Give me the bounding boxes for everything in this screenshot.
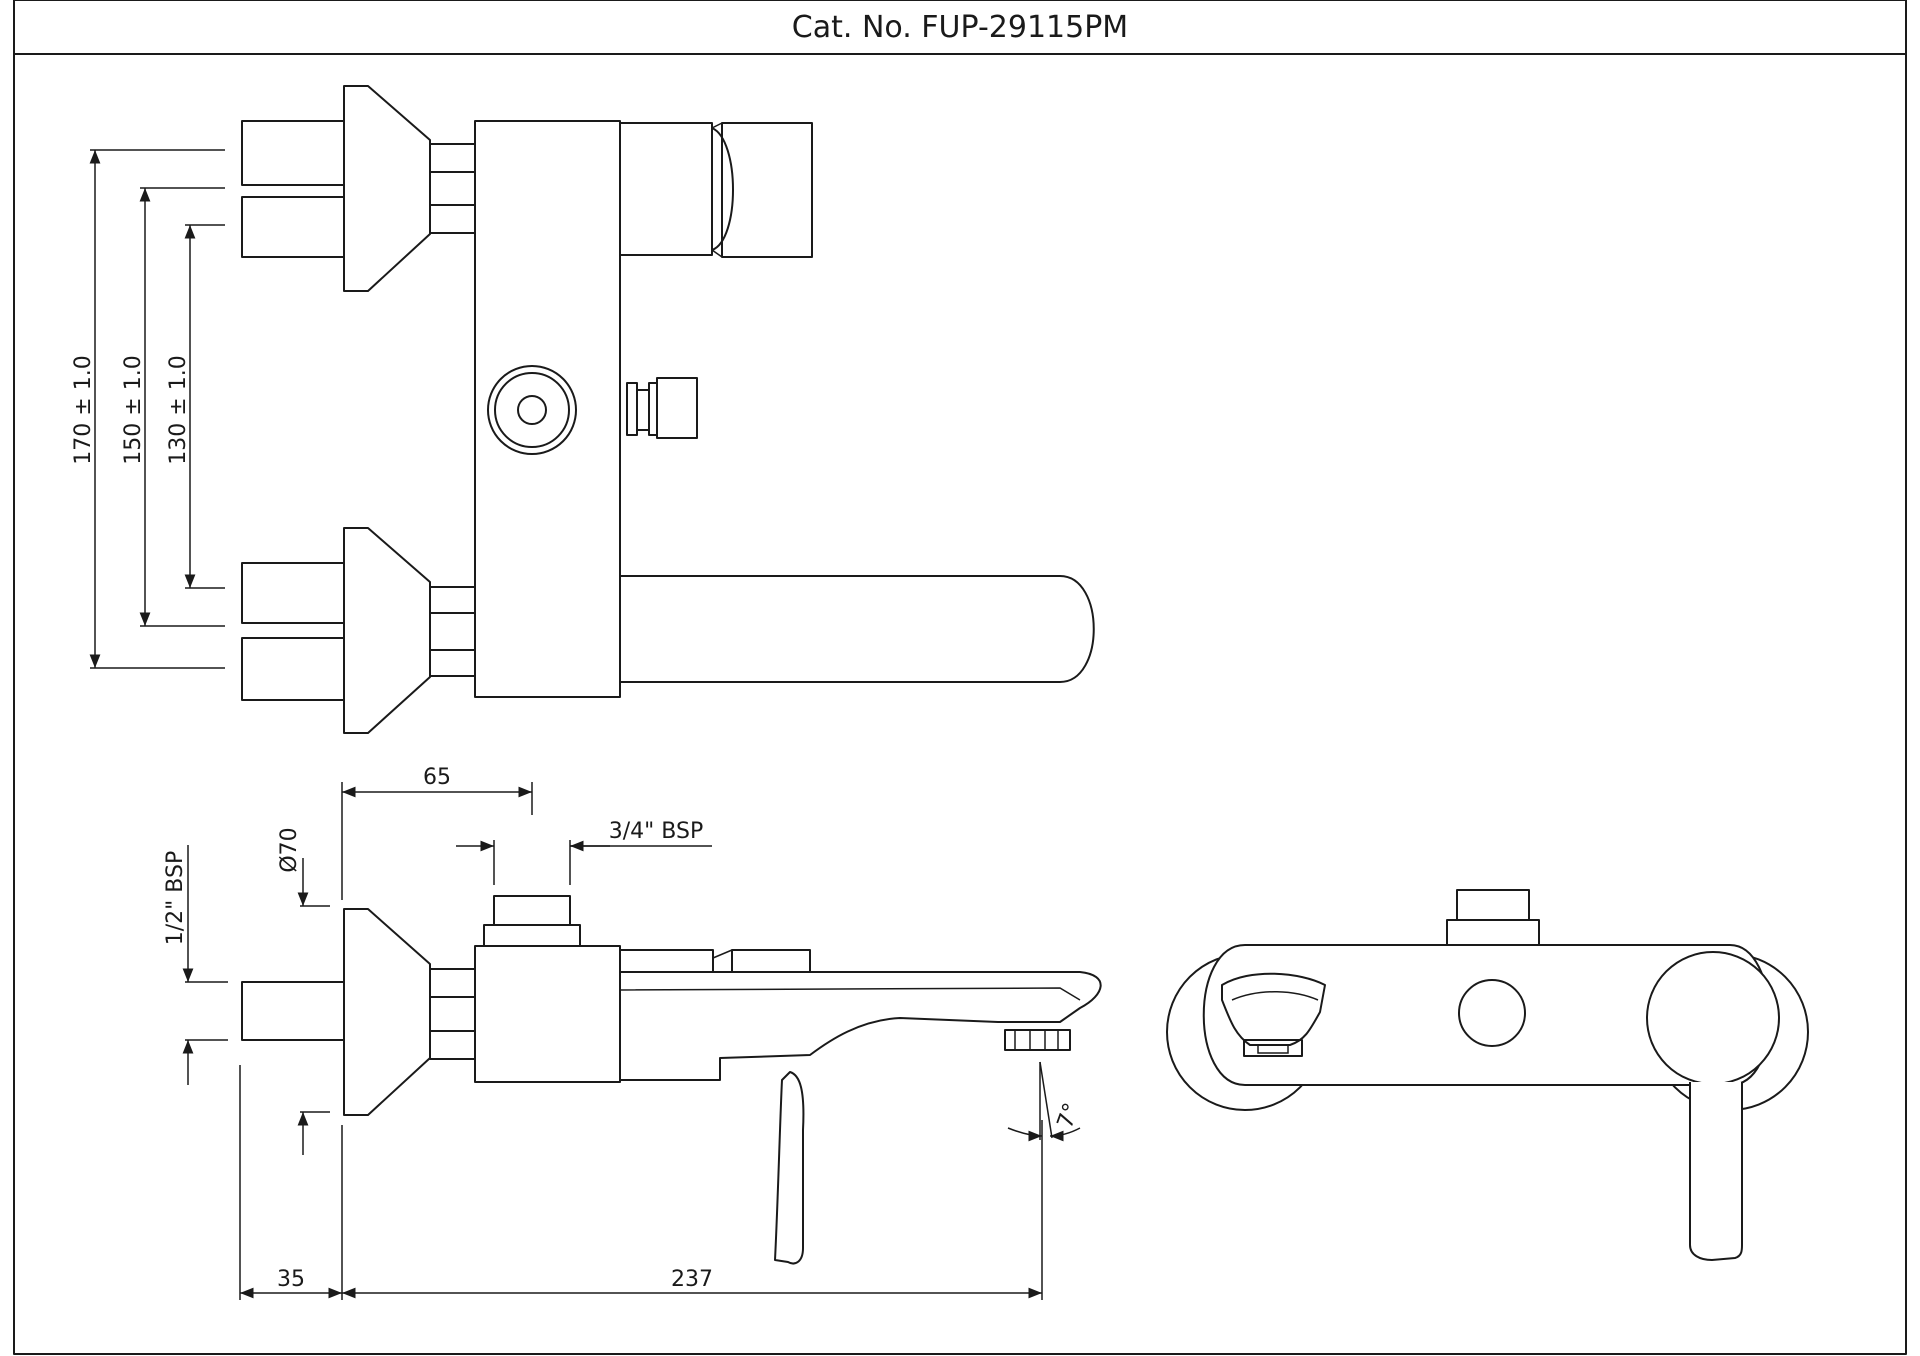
side-view-dimensions: 65 3/4" BSP Ø70 1/2" BSP 35 237 — [163, 765, 1085, 1300]
top-cap-side — [493, 895, 571, 926]
top-view-dimensions: 170 ± 1.0 150 ± 1.0 130 ± 1.0 — [71, 149, 225, 669]
dim-130: 130 ± 1.0 — [166, 355, 191, 464]
lower-inlet-pipe-1 — [241, 562, 345, 624]
dim-dia-70: Ø70 — [277, 827, 302, 872]
dim-35: 35 — [277, 1267, 305, 1292]
spout-side — [620, 971, 1102, 1081]
side-inlet-pipe — [241, 981, 345, 1041]
dim-150: 150 ± 1.0 — [121, 355, 146, 464]
lower-flange — [343, 527, 431, 734]
side-stem — [656, 377, 698, 439]
top-cap-front — [1456, 889, 1530, 921]
valve-body-side — [474, 945, 621, 1083]
lower-inlet-pipe-2 — [241, 637, 345, 701]
dim-237: 237 — [671, 1267, 713, 1292]
spout-front — [1221, 972, 1326, 1046]
diverter-knob-top — [721, 122, 813, 258]
front-view — [1166, 889, 1809, 1262]
dim-angle-7: 7° — [1053, 1100, 1085, 1132]
upper-flange — [343, 85, 431, 292]
lever-hub-front — [1646, 951, 1780, 1085]
cartridge-front — [1458, 979, 1526, 1047]
lever-handle-side — [774, 1071, 805, 1265]
side-flange — [343, 908, 431, 1116]
top-view — [241, 85, 1095, 734]
aerator-side — [1004, 1029, 1071, 1051]
side-view — [241, 895, 1102, 1265]
dim-170: 170 ± 1.0 — [71, 355, 96, 464]
valve-body-top — [474, 120, 621, 698]
dim-bsp-3-4: 3/4" BSP — [609, 819, 703, 844]
spout-top — [620, 575, 1095, 683]
lever-handle-front — [1689, 1082, 1743, 1262]
sheet-frame — [13, 0, 1907, 1355]
catalog-number-title: Cat. No. FUP-29115PM — [791, 9, 1129, 45]
upper-inlet-pipe-2 — [241, 196, 345, 258]
upper-inlet-pipe-1 — [241, 120, 345, 186]
dim-65: 65 — [423, 765, 451, 790]
dim-bsp-1-2: 1/2" BSP — [163, 851, 188, 945]
cartridge-circle-outer — [487, 365, 577, 455]
